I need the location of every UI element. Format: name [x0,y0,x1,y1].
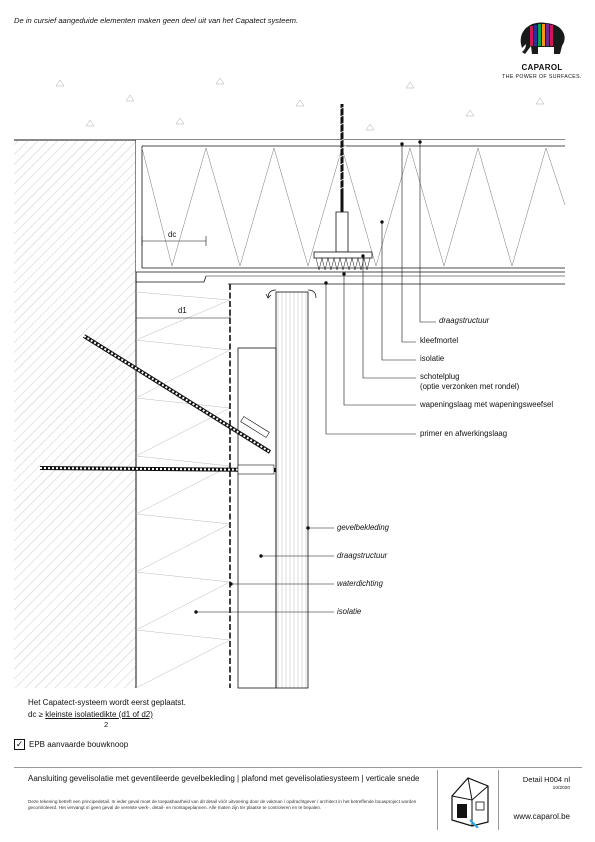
wall-insulation [135,291,231,689]
footer-disclaimer: Deze tekening betreft een principedetail… [28,799,417,811]
formula-block: Het Capatect-systeem wordt eerst geplaat… [28,697,186,731]
epb-note: ✓ EPB aanvaarde bouwknoop [14,739,128,750]
label-draagstructuur-lower: draagstructuur [337,551,388,560]
formula-line1: Het Capatect-systeem wordt eerst geplaat… [28,698,186,707]
website-link[interactable]: www.caparol.be [513,812,570,821]
epb-label: EPB aanvaarde bouwknoop [29,740,129,749]
masonry-wall [14,140,136,688]
concrete-slab [14,77,565,141]
wall-anchors [39,334,277,475]
cladding [275,291,309,689]
formula-prefix: dc ≥ [28,709,46,719]
footer-divider [14,767,582,768]
formula-denominator: 2 [104,720,109,730]
detail-date: 10/2020 [552,786,570,791]
detail-code: Detail H004 nl [522,775,570,784]
checkbox-checked-icon: ✓ [14,739,25,750]
schotelplug [313,104,373,271]
section-drawing [14,77,566,689]
house-icon [451,777,489,828]
label-schotelplug: schotelplug [420,372,460,381]
caparol-logo: CAPAROL THE POWER OF SURFACES. [502,18,582,80]
footer-separator-1 [437,770,438,830]
note-top: De in cursief aangeduide elementen maken… [14,16,299,25]
brand-tagline: THE POWER OF SURFACES. [502,74,582,80]
dim-d1-label: d1 [178,306,187,315]
label-primer: primer en afwerkingslaag [420,429,508,438]
brand-name: CAPAROL [521,63,563,72]
batten [237,347,277,689]
label-wapeningslaag: wapeningslaag met wapeningsweefsel [420,400,554,409]
dimension-d1 [135,313,231,323]
label-isolatie-lower: isolatie [337,607,362,616]
label-isolatie-top: isolatie [420,354,445,363]
footer-title: Aansluiting gevelisolatie met geventilee… [28,774,420,783]
leader-lines [194,140,436,614]
elephant-logo-icon [520,22,565,54]
formula-numerator: kleinste isolatiedikte (d1 of d2) [45,709,153,719]
ceiling-insulation [136,140,566,272]
label-waterdichting: waterdichting [337,579,383,588]
label-kleefmortel: kleefmortel [420,336,459,345]
label-draagstructuur-top: draagstructuur [439,316,490,325]
label-gevelbekleding: gevelbekleding [337,523,390,532]
dim-dc-label: dc [168,230,177,239]
label-schotelplug-note: (optie verzonken met rondel) [420,382,520,391]
dimension-dc [141,236,207,246]
footer-separator-2 [498,770,499,830]
